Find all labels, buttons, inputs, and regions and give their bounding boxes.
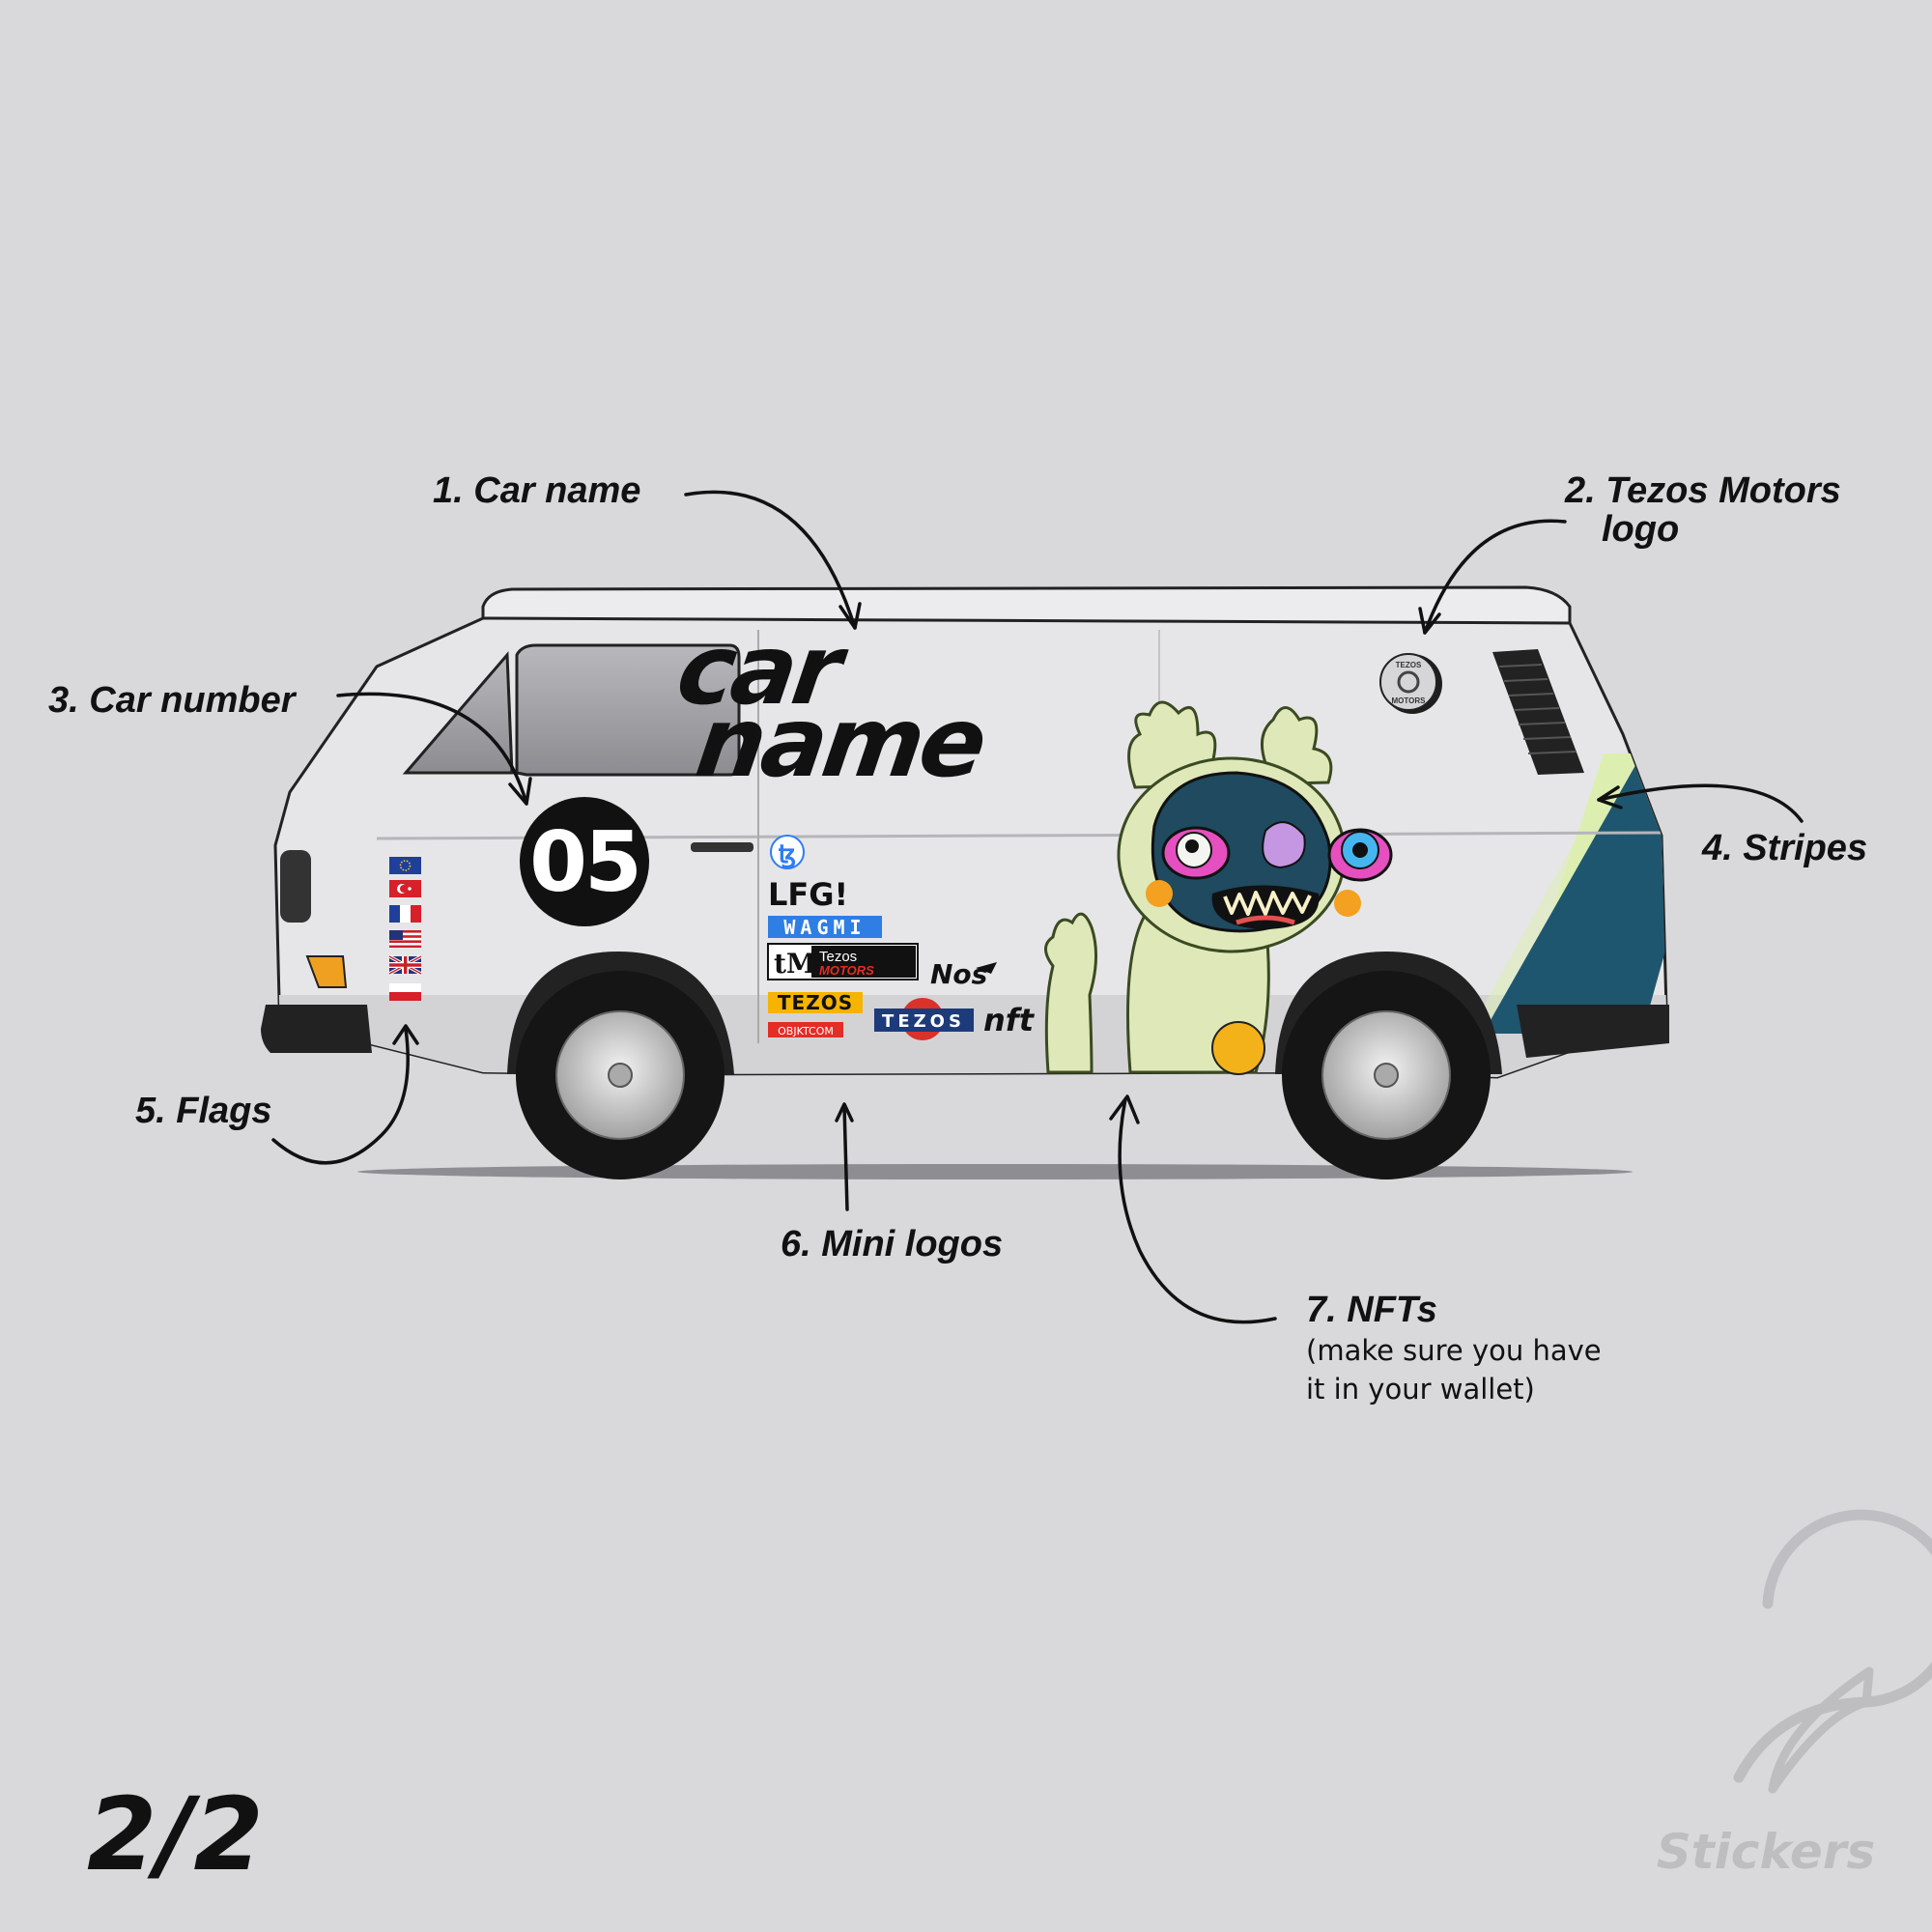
- arrow-car-name: [684, 490, 857, 630]
- badge-text-top: TEZOS: [1396, 661, 1422, 669]
- tezos-motors-logo: TEZOS MOTORS: [1379, 653, 1442, 714]
- van: car name 05 TEZOS MOTORS: [261, 585, 1669, 1179]
- tezos-motors-bottom: MOTORS: [819, 963, 874, 978]
- rear-bumper: [1517, 1005, 1669, 1058]
- nft-mouth: [1211, 885, 1320, 929]
- arrow-car-number: [336, 692, 528, 806]
- tezos-blue-logo: TEZOS: [874, 998, 974, 1040]
- flag-uk: [388, 954, 422, 976]
- sticker-icon: [1733, 1509, 1932, 1783]
- badge-text-bottom: MOTORS: [1392, 696, 1427, 705]
- headlight: [280, 850, 311, 923]
- tezos-yellow-text: TEZOS: [778, 991, 853, 1014]
- label-nfts: 7. NFTs: [1306, 1290, 1437, 1330]
- label-tezos-logo-line2: logo: [1602, 509, 1679, 550]
- wagmi-logo: WAGMI: [768, 916, 882, 939]
- flags: [388, 857, 422, 1001]
- arrow-nfts: [1118, 1097, 1277, 1324]
- front-wheel: [516, 971, 724, 1179]
- objkt-text: OBJKTCOM: [778, 1025, 834, 1037]
- rear-vent: [1492, 649, 1584, 775]
- label-nfts-note-line1: (make sure you have: [1306, 1334, 1602, 1367]
- arrow-mini-logos: [842, 1104, 849, 1211]
- flag-eu: [389, 857, 421, 874]
- nft-character: [1044, 700, 1393, 1075]
- arrow-tezos-logo: [1423, 519, 1567, 635]
- turn-signal: [305, 955, 348, 988]
- nos-logo: Nos: [930, 958, 997, 990]
- tezos-yellow-logo: TEZOS: [768, 991, 863, 1014]
- tezos-motors-top: Tezos: [819, 949, 857, 965]
- flag-poland: [389, 983, 421, 1001]
- van-roof: [481, 585, 1572, 630]
- side-window: [515, 643, 741, 777]
- nft-nose: [1262, 821, 1306, 869]
- label-car-name: 1. Car name: [433, 470, 640, 511]
- page-indicator: 2/2: [87, 1776, 264, 1893]
- nft-cheek-right: [1334, 890, 1361, 917]
- door-handle[interactable]: [691, 842, 753, 852]
- lfg-logo: LFG!: [768, 876, 848, 913]
- label-car-number: 3. Car number: [48, 680, 298, 721]
- flag-turkey: [389, 880, 421, 897]
- objkt-logo: OBJKTCOM: [768, 1022, 843, 1037]
- label-nfts-note-line2: it in your wallet): [1306, 1373, 1535, 1406]
- car-number: 05: [529, 814, 639, 911]
- tezos-blue-text: TEZOS: [882, 1011, 965, 1032]
- rear-wheel: [1282, 971, 1491, 1179]
- nos-text: Nos: [930, 958, 987, 990]
- stripe-blue: [1483, 753, 1666, 1034]
- arrow-flags: [271, 1027, 410, 1165]
- brand-name: Stickers: [1657, 1824, 1876, 1880]
- nft-eye-right: [1327, 828, 1393, 882]
- flag-france: [389, 905, 421, 923]
- arrow-stripes: [1597, 783, 1804, 823]
- annotations: 1. Car name 2. Tezos Motors logo 3. Car …: [48, 470, 1867, 1406]
- label-mini-logos: 6. Mini logos: [781, 1224, 1003, 1264]
- tm-text: tM: [774, 948, 816, 980]
- tezos-motors-mini-logo: tM Tezos MOTORS: [767, 943, 919, 980]
- mini-logos: ꜩ LFG! WAGMI tM Tezos MOTORS Nos TEZOS: [767, 835, 1036, 1040]
- car-number-roundel: 05: [520, 797, 649, 926]
- nft-eye-left: [1161, 826, 1231, 880]
- stickers-watermark: Stickers: [1657, 1509, 1932, 1880]
- label-stripes: 4. Stripes: [1701, 828, 1867, 868]
- front-bumper: [261, 1005, 372, 1053]
- nft-cheek-left: [1146, 880, 1173, 907]
- tezos-symbol: ꜩ: [779, 839, 796, 868]
- ground-shadow: [357, 1164, 1633, 1179]
- nft-smiley: [1211, 1021, 1265, 1075]
- tezos-symbol-logo: ꜩ: [770, 835, 805, 869]
- label-flags: 5. Flags: [135, 1091, 272, 1131]
- flag-usa: [389, 930, 421, 948]
- nft-logo: nft: [983, 1002, 1036, 1038]
- car-name-line1: car: [670, 613, 854, 725]
- wagmi-text: WAGMI: [783, 916, 866, 939]
- nft-head-spikes: [1127, 700, 1333, 789]
- label-tezos-logo-line1: 2. Tezos Motors: [1564, 470, 1841, 511]
- car-name-line2: name: [690, 686, 991, 798]
- nft-arm: [1044, 912, 1098, 1074]
